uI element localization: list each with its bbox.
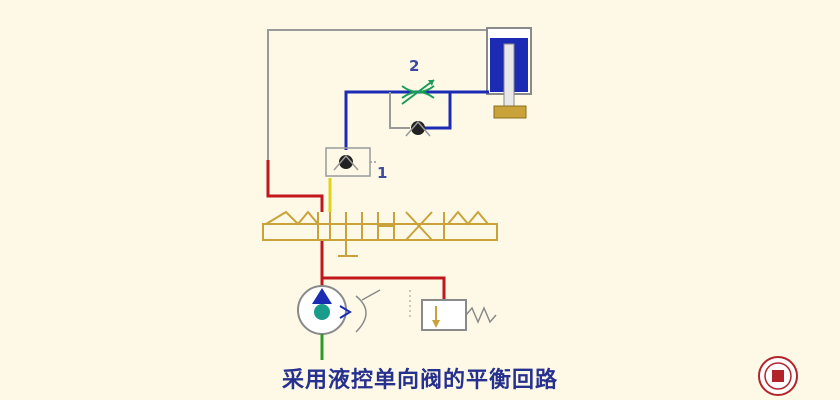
throttle-check-valve xyxy=(389,79,435,137)
pilot-line xyxy=(267,29,488,160)
hydraulic-cylinder-icon xyxy=(486,27,532,119)
pilot-check-valve-label: 1 xyxy=(377,164,388,182)
pilot-check-valve xyxy=(325,147,378,177)
check-valve-icon xyxy=(405,120,431,137)
throttle-valve-icon xyxy=(401,79,435,105)
work-line xyxy=(344,90,489,150)
three-position-directional-valve-icon xyxy=(262,210,498,257)
institution-seal-icon xyxy=(758,356,798,396)
relief-valve-icon xyxy=(409,290,497,331)
diagram-caption: 采用液控单向阀的平衡回路 xyxy=(281,368,558,393)
hydraulic-pump-icon xyxy=(297,285,381,335)
throttle-check-valve-label: 2 xyxy=(409,57,420,75)
pressure-line xyxy=(266,160,446,300)
